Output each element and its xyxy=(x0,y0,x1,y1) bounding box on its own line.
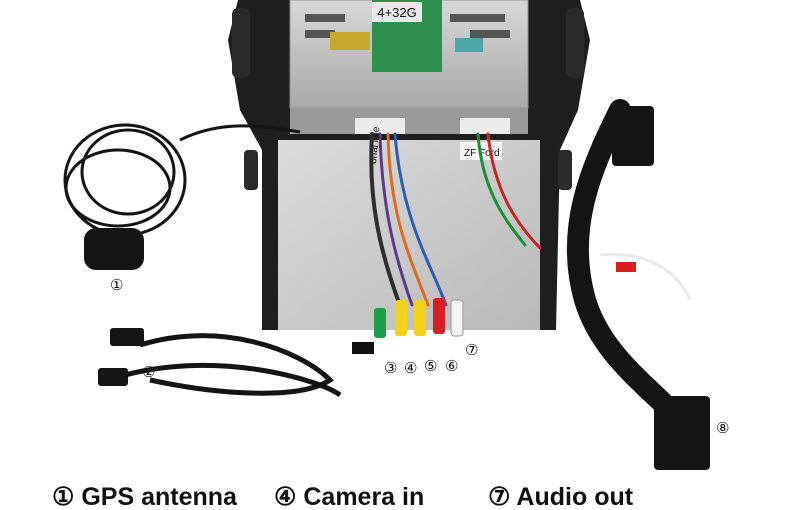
callout-5: ⑤ xyxy=(424,357,438,375)
callout-1: ① xyxy=(110,276,124,294)
wire-bundle xyxy=(369,132,542,307)
callout-4: ④ xyxy=(404,359,418,377)
stereo-unit-photo: 4+32G onal line ZF Ford xyxy=(63,0,710,470)
rca-yellow-1 xyxy=(395,300,407,336)
harness-top-plug xyxy=(612,106,654,166)
gps-antenna xyxy=(63,123,301,270)
vent-slots xyxy=(305,14,510,38)
memory-sticker xyxy=(372,2,422,22)
gold-connector xyxy=(330,32,370,50)
frame-tab-left xyxy=(232,8,250,78)
callout-2: ② xyxy=(142,363,156,381)
frame-clip-left xyxy=(244,150,258,190)
harness-plug-right xyxy=(460,118,510,134)
usb-plug-2 xyxy=(98,368,128,386)
small-red-plug xyxy=(616,262,636,272)
callout-7: ⑦ xyxy=(465,341,479,359)
rca-plugs xyxy=(352,298,464,354)
rca-yellow-2 xyxy=(414,300,426,336)
main-harness xyxy=(566,99,710,470)
rca-red xyxy=(433,298,445,334)
small-plug xyxy=(352,342,374,354)
legend-gps-antenna: ① GPS antenna xyxy=(52,483,237,510)
callout-6: ⑥ xyxy=(445,357,459,375)
frame-tab-right xyxy=(566,8,584,78)
teal-connector xyxy=(455,38,483,52)
legend-camera-in: ④ Camera in xyxy=(274,483,425,510)
rca-white xyxy=(450,299,464,337)
gps-puck xyxy=(84,228,144,270)
rear-panel xyxy=(278,140,540,330)
usb-plug-1 xyxy=(110,328,144,346)
rca-green xyxy=(374,308,386,338)
harness-bottom-plug xyxy=(654,396,710,470)
usb-cables xyxy=(98,328,342,398)
harness-plug-left xyxy=(355,118,405,134)
frame-clip-right xyxy=(558,150,572,190)
memory-label: 4+32G xyxy=(377,5,416,20)
callout-3: ③ xyxy=(384,359,398,377)
callout-8: ⑧ xyxy=(716,419,730,437)
legend-audio-out: ⑦ Audio out xyxy=(488,483,634,510)
head-unit: 4+32G xyxy=(289,0,529,134)
